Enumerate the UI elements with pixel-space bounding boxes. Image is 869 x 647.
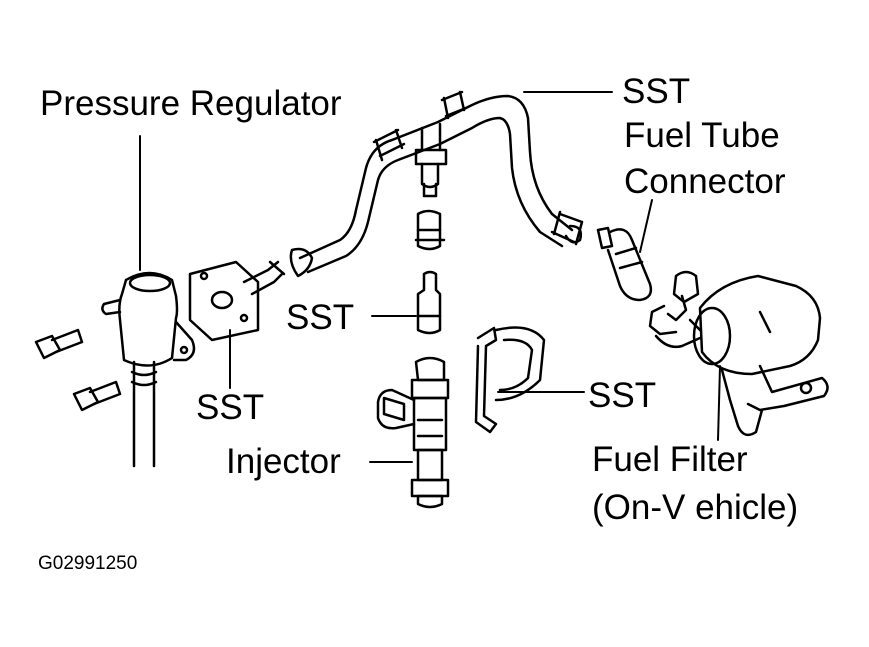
sst-left-label: SST [196, 388, 265, 427]
injector-label: Injector [226, 442, 341, 481]
fuel-tube-connector-part [596, 226, 653, 302]
fuel-filter-label-line2: (On-V ehicle) [592, 488, 799, 527]
pressure-regulator-label: Pressure Regulator [40, 84, 342, 123]
fuel-hose [289, 90, 584, 278]
fuel-filter-part [648, 270, 829, 437]
sst-clip-part [474, 326, 546, 434]
sst-top-label: SST [622, 72, 691, 111]
fuel-tube-connector-label-line1: Fuel Tube [624, 116, 780, 155]
sst-middle-label: SST [286, 298, 355, 337]
pressure-regulator-part [101, 271, 196, 468]
sst-coupler-pieces [414, 209, 446, 335]
fuel-tube-connector-label-line2: Connector [624, 162, 786, 201]
bolt-left-upper [34, 328, 84, 360]
sst-right-label: SST [588, 376, 657, 415]
fuel-filter-label-line1: Fuel Filter [592, 440, 748, 479]
bolt-left-lower [72, 380, 122, 412]
sst-flange-part [188, 260, 286, 342]
injector-part [376, 356, 450, 509]
leader-lines [139, 91, 721, 463]
figure-id-label: G02991250 [38, 553, 138, 574]
